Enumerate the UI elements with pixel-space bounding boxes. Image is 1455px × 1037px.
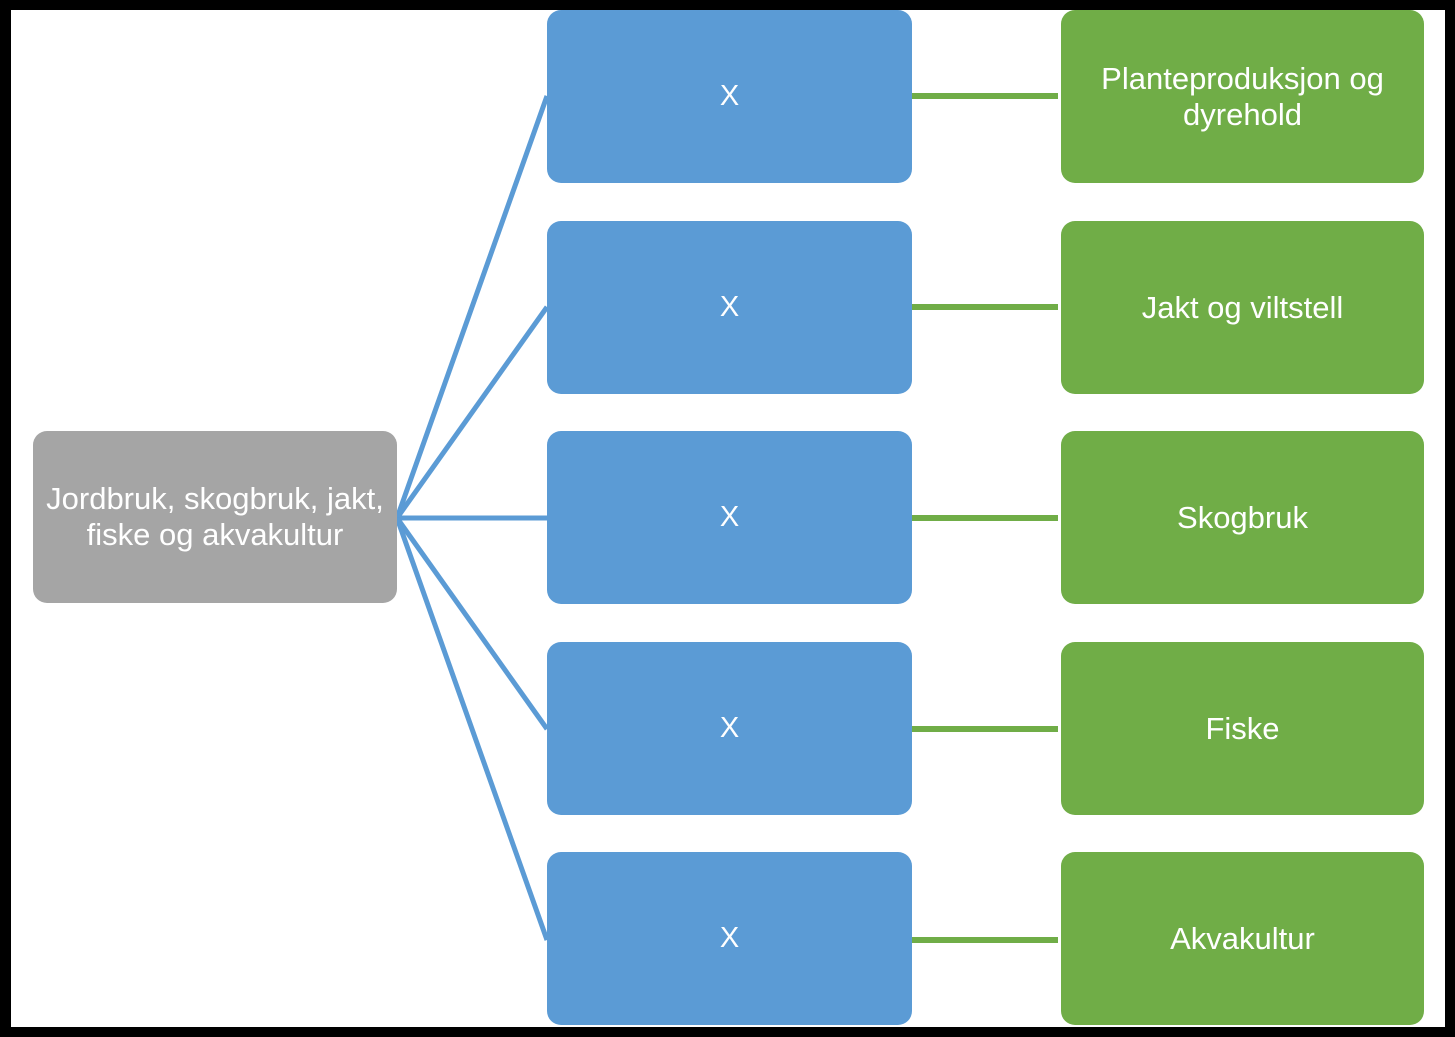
node-root-label: Jordbruk, skogbruk, jakt, fiske og akvak… [46, 481, 384, 552]
connector-root-to-mid-1 [394, 95, 550, 519]
node-leaf-4-label: Fiske [1205, 710, 1280, 746]
node-middle-1[interactable]: X [547, 10, 912, 183]
middle-to-leaf-connectors [912, 93, 1058, 943]
node-middle-2[interactable]: X [547, 221, 912, 394]
node-middle-3[interactable]: X [547, 431, 912, 604]
node-middle-5-label: X [719, 921, 740, 954]
node-leaf-1-label: Planteproduksjon og dyrehold [1101, 60, 1384, 132]
node-middle-3-label: X [719, 500, 740, 533]
node-leaf-fiske[interactable]: Fiske [1061, 642, 1424, 815]
connector-root-to-mid-2 [394, 305, 550, 520]
node-root[interactable]: Jordbruk, skogbruk, jakt, fiske og akvak… [33, 431, 397, 603]
node-leaf-5-label: Akvakultur [1170, 920, 1315, 956]
connector-root-to-mid-5 [394, 517, 550, 941]
node-leaf-planteproduksjon-og-dyrehold[interactable]: Planteproduksjon og dyrehold [1061, 10, 1424, 183]
node-middle-4-label: X [719, 711, 740, 744]
node-leaf-skogbruk[interactable]: Skogbruk [1061, 431, 1424, 604]
diagram-canvas: Jordbruk, skogbruk, jakt, fiske og akvak… [11, 10, 1445, 1027]
root-to-middle-connectors [394, 95, 550, 941]
node-leaf-3-label: Skogbruk [1177, 499, 1308, 535]
node-leaf-jakt-og-viltstell[interactable]: Jakt og viltstell [1061, 221, 1424, 394]
node-middle-1-label: X [719, 79, 740, 112]
node-middle-2-label: X [719, 290, 740, 323]
node-leaf-2-label: Jakt og viltstell [1141, 289, 1344, 325]
node-middle-4[interactable]: X [547, 642, 912, 815]
node-middle-5[interactable]: X [547, 852, 912, 1025]
connector-root-to-mid-4 [394, 516, 550, 731]
node-leaf-akvakultur[interactable]: Akvakultur [1061, 852, 1424, 1025]
